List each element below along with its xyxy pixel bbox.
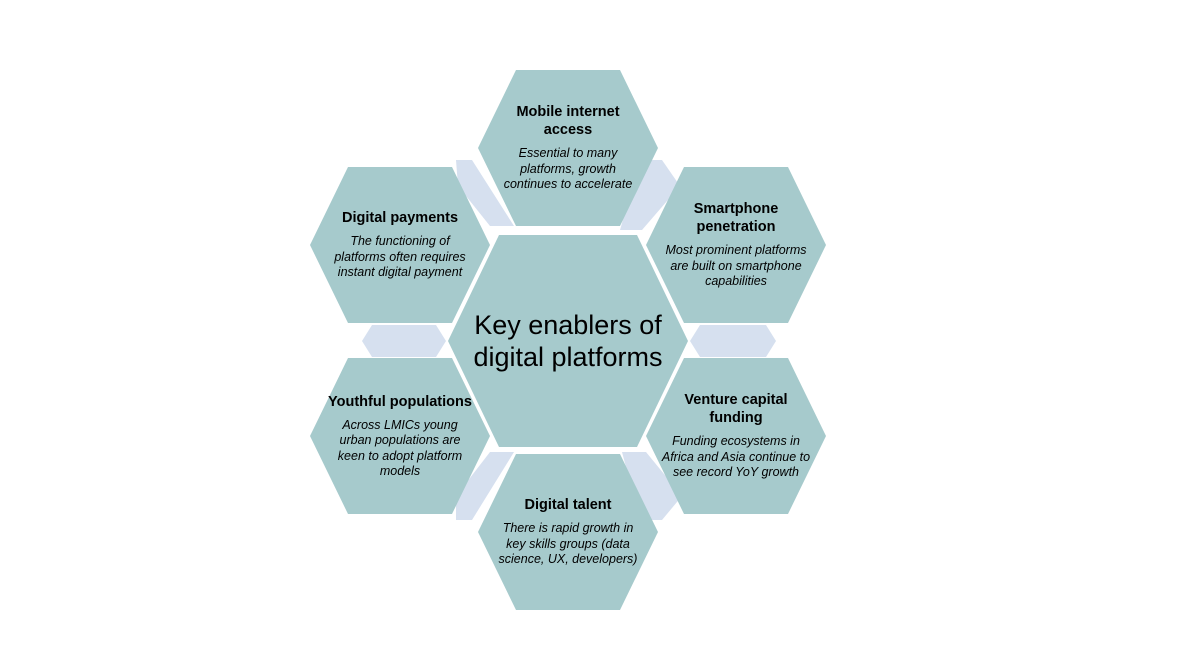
- connector-mid-left: [362, 325, 446, 357]
- enabler-title: Youthful populations: [328, 393, 472, 410]
- enabler-description: Funding ecosystems in Africa and Asia co…: [661, 434, 811, 480]
- enabler-description: Essential to many platforms, growth cont…: [503, 146, 633, 192]
- hexagon-digital-talent: [478, 454, 658, 610]
- enabler-description: There is rapid growth in key skills grou…: [498, 521, 638, 567]
- enabler-venture-capital: Venture capital funding Funding ecosyste…: [661, 366, 811, 506]
- enabler-title: Digital talent: [524, 497, 612, 514]
- enabler-description: Most prominent platforms are built on sm…: [665, 243, 807, 289]
- enabler-smartphone: Smartphone penetration Most prominent pl…: [661, 175, 811, 315]
- hexagon-mobile-internet: [478, 70, 658, 226]
- enabler-youthful-populations: Youthful populations Across LMICs young …: [325, 366, 475, 506]
- connector-mid-right: [690, 325, 776, 357]
- enabler-digital-talent: Digital talent There is rapid growth in …: [493, 462, 643, 602]
- connector-top-left: [456, 160, 514, 226]
- enabler-description: Across LMICs young urban populations are…: [337, 417, 463, 479]
- hexagon-youthful-populations: [310, 358, 490, 514]
- center-title: Key enablers of digital platforms: [473, 310, 663, 372]
- enabler-title: Digital payments: [341, 210, 459, 227]
- hexagon-digital-payments: [310, 167, 490, 323]
- center-hexagon: [448, 235, 688, 447]
- hexagon-smartphone: [646, 167, 826, 323]
- enabler-title: Venture capital funding: [684, 392, 788, 427]
- enabler-title: Mobile internet access: [516, 104, 620, 139]
- enabler-mobile-internet: Mobile internet access Essential to many…: [493, 78, 643, 218]
- enabler-title: Smartphone penetration: [693, 201, 779, 236]
- enabler-description: The functioning of platforms often requi…: [334, 234, 466, 280]
- hexagon-venture-capital: [646, 358, 826, 514]
- center-label: Key enablers of digital platforms: [473, 281, 663, 401]
- connector-bottom-left: [456, 452, 514, 520]
- enabler-digital-payments: Digital payments The functioning of plat…: [325, 175, 475, 315]
